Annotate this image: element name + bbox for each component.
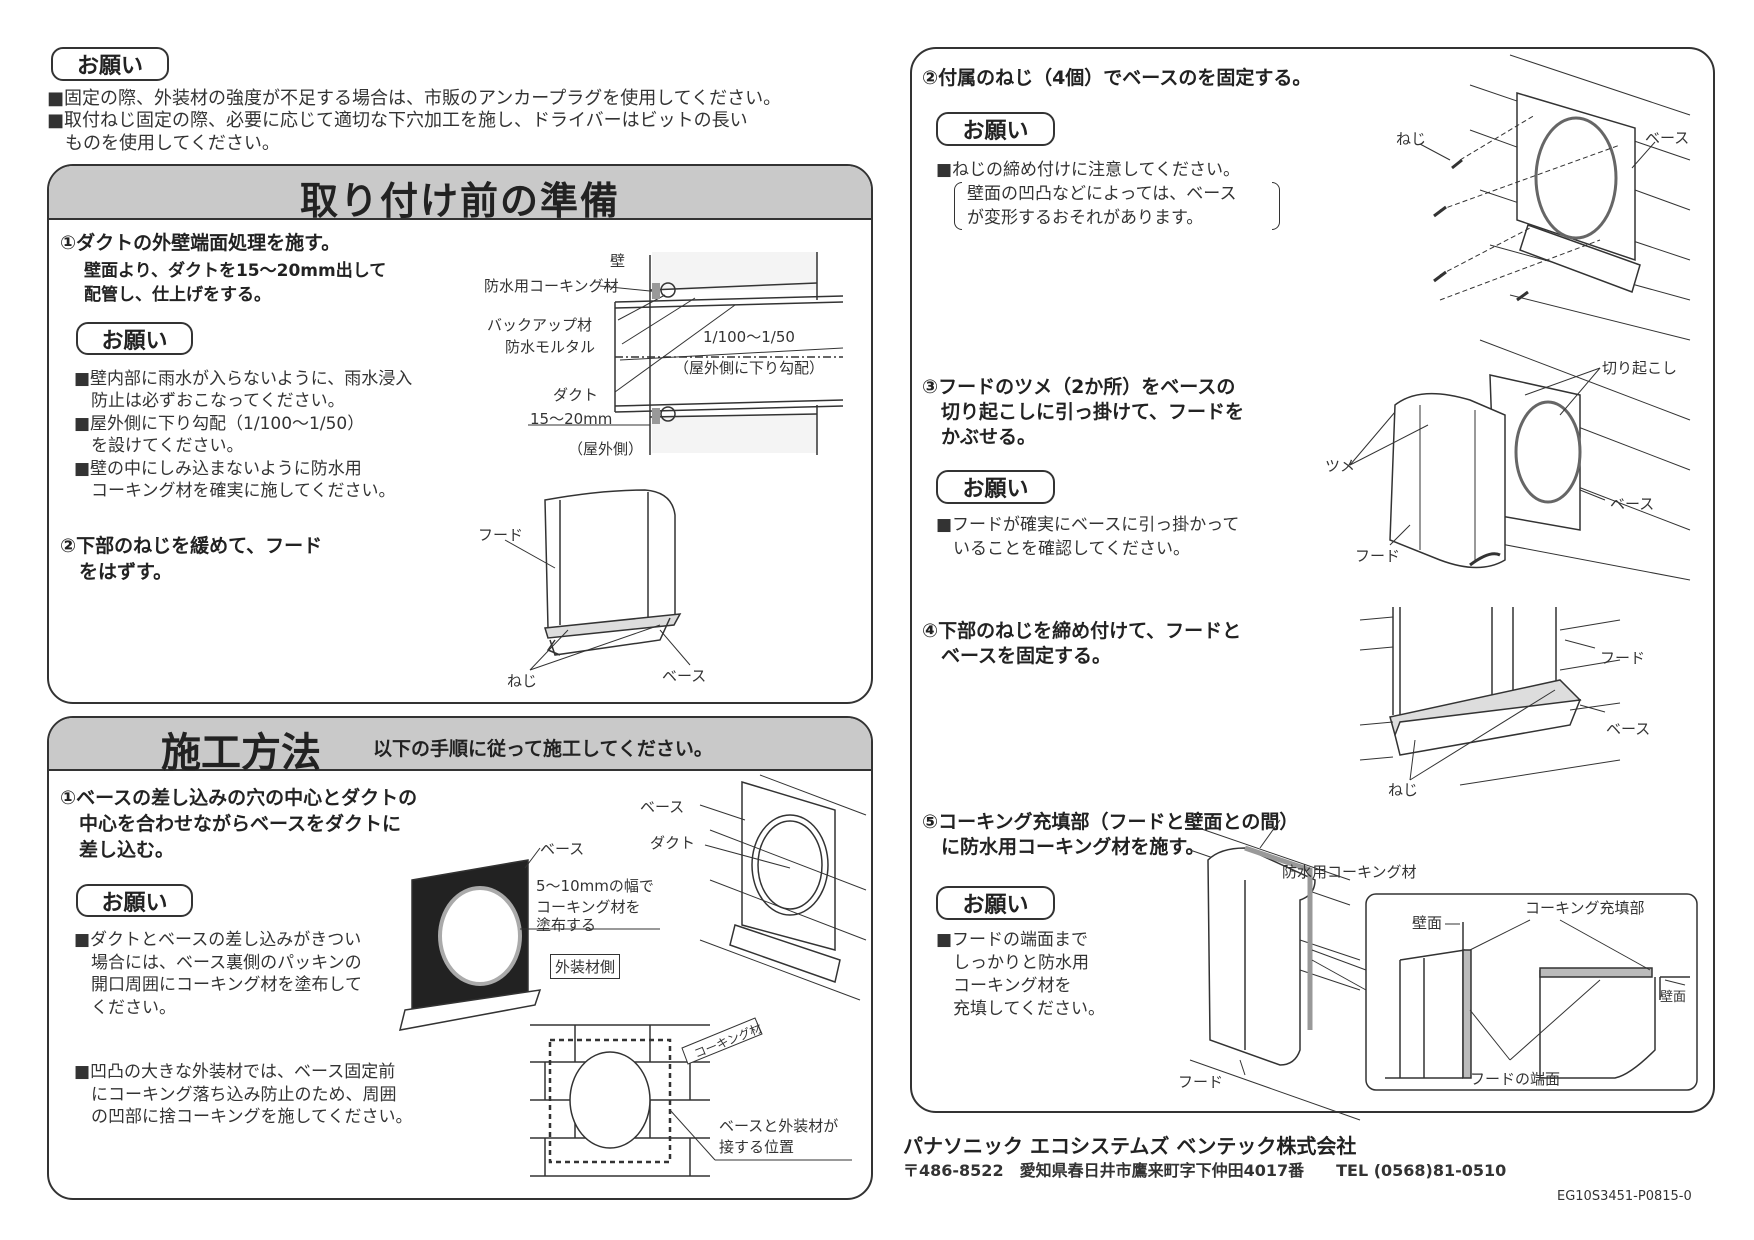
label-wall: 壁 — [610, 252, 626, 270]
company-address: 〒486-8522 愛知県春日井市鷹来町字下仲田4017番 TEL (0568)… — [903, 1161, 1507, 1180]
label-base: ベース — [1610, 495, 1655, 513]
method-bullet: 場合には、ベース裏側のパッキンの — [74, 953, 362, 973]
label-duct: ダクト — [650, 834, 696, 852]
right-step4-line: ベースを固定する。 — [922, 645, 1112, 667]
notice-line: ■取付ねじ固定の際、必要に応じて適切な下穴加工を施し、ドライバーはビットの長い — [47, 110, 748, 131]
prep-title: 取り付け前の準備 — [299, 179, 620, 223]
method-title: 施工方法 — [161, 730, 321, 776]
label-screw: ねじ — [1388, 781, 1419, 799]
prep-bullet: ■壁の中にしみ込まないように防水用 — [74, 459, 362, 479]
label-screw: ねじ — [1396, 130, 1427, 148]
prep-header: 取り付け前の準備 — [49, 166, 871, 223]
method-subtitle: 以下の手順に従って施工してください。 — [373, 738, 713, 760]
notice-line: ■固定の際、外装材の強度が不足する場合は、市販のアンカープラグを使用してください… — [47, 88, 782, 109]
document-code: EG10S3451-P0815-0 — [1557, 1189, 1692, 1204]
label-backup: バックアップ材 — [487, 316, 593, 334]
right-step5-bullet: コーキング材を — [936, 976, 1072, 996]
label-contact-2: 接する位置 — [719, 1138, 795, 1156]
notice-line: ものを使用してください。 — [47, 133, 280, 154]
right-step2-bullet: 壁面の凹凸などによっては、ベース — [967, 184, 1237, 204]
company-name: パナソニック エコシステムズ ベンテック株式会社 — [903, 1134, 1357, 1158]
method-badge: お願い — [76, 884, 193, 917]
label-cut-raise: 切り起こし — [1602, 359, 1678, 377]
label-slope-note: （屋外側に下り勾配） — [674, 359, 825, 377]
right-step5-bullet: ■フードの端面まで — [936, 930, 1089, 950]
label-caulk: 防水用コーキング材 — [1282, 863, 1417, 881]
prep-badge: お願い — [76, 322, 193, 355]
prep-bullet: ■壁内部に雨水が入らないように、雨水浸入 — [74, 369, 413, 389]
prep-bullet: を設けてください。 — [74, 436, 244, 456]
right-step2-badge: お願い — [936, 112, 1055, 146]
label-caulk-note-1: 5～10mmの幅で — [536, 877, 654, 895]
prep-bullet: ■屋外側に下り勾配（1/100～1/50） — [74, 414, 365, 434]
right-step3-line: ③フードのツメ（2か所）をベースの — [922, 376, 1236, 398]
label-base: ベース — [1645, 129, 1690, 147]
right-step3-bullet: いることを確認してください。 — [936, 539, 1190, 559]
prep-step2-line: ②下部のねじを緩めて、フード — [60, 535, 323, 557]
method-bullet: ください。 — [74, 998, 176, 1018]
label-hood: フード — [478, 526, 524, 544]
label-base: ベース — [540, 840, 585, 858]
label-base: ベース — [662, 667, 707, 685]
right-step3-line: 切り起こしに引っ掛けて、フードを — [922, 401, 1245, 423]
label-contact-1: ベースと外装材が — [719, 1117, 839, 1135]
label-caulk-note-2: コーキング材を — [536, 898, 641, 916]
method-bullet: ■ダクトとベースの差し込みがきつい — [74, 930, 362, 950]
right-step5-line: ⑤コーキング充填部（フードと壁面との間） — [922, 811, 1299, 833]
label-hood: フード — [1178, 1073, 1224, 1091]
method-step1-line: ①ベースの差し込みの穴の中心とダクトの — [60, 787, 418, 809]
label-screw: ねじ — [507, 672, 538, 690]
method-bullet: ■凹凸の大きな外装材では、ベース固定前 — [74, 1062, 396, 1082]
prep-step1-title: ①ダクトの外壁端面処理を施す。 — [60, 232, 341, 254]
label-wall-surface-2: 壁面 — [1660, 990, 1687, 1005]
prep-bullet: 防止は必ずおこなってください。 — [74, 391, 345, 411]
prep-step1-line: 配管し、仕上げをする。 — [84, 285, 271, 305]
label-base: ベース — [1606, 720, 1651, 738]
right-step5-line: に防水用コーキング材を施す。 — [922, 836, 1205, 858]
right-step4-line: ④下部のねじを締め付けて、フードと — [922, 620, 1242, 642]
notice-badge: お願い — [51, 47, 169, 81]
label-caulk-fill: コーキング充填部 — [1525, 899, 1645, 917]
method-step1-line: 中心を合わせながらベースをダクトに — [60, 813, 402, 835]
method-header: 施工方法 以下の手順に従って施工してください。 — [49, 718, 871, 776]
label-hood: フード — [1600, 649, 1646, 667]
method-step1-line: 差し込む。 — [60, 839, 175, 861]
right-step5-badge: お願い — [936, 886, 1055, 920]
label-duct: ダクト — [553, 386, 599, 404]
right-step3-badge: お願い — [936, 470, 1055, 504]
label-hood-edge: フードの端面 — [1470, 1070, 1561, 1088]
prep-step2-line: をはずす。 — [60, 561, 173, 583]
method-bullet: の凹部に捨コーキングを施してください。 — [74, 1107, 413, 1127]
prep-bullet: コーキング材を確実に施してください。 — [74, 481, 396, 501]
method-bullet: にコーキング落ち込み防止のため、周囲 — [74, 1085, 397, 1105]
label-wall-surface: 壁面 — [1412, 914, 1443, 932]
right-step2-bullet: ■ねじの締め付けに注意してください。 — [936, 160, 1241, 180]
right-step5-bullet: 充填してください。 — [936, 999, 1105, 1019]
prep-step1-line: 壁面より、ダクトを15～20mm出して — [84, 261, 387, 281]
label-slope: 1/100～1/50 — [703, 328, 795, 346]
label-mortar: 防水モルタル — [505, 338, 596, 356]
label-hood: フード — [1355, 547, 1401, 565]
label-claw: ツメ — [1325, 457, 1356, 475]
label-caulk: 防水用コーキング材 — [484, 277, 619, 295]
right-step5-bullet: しっかりと防水用 — [936, 953, 1089, 973]
method-bullet: 開口周囲にコーキング材を塗布して — [74, 975, 362, 995]
label-base: ベース — [640, 798, 685, 816]
right-step2-title: ②付属のねじ（4個）でベースのを固定する。 — [922, 67, 1312, 89]
right-step3-bullet: ■フードが確実にベースに引っ掛かって — [936, 515, 1240, 535]
label-outside: （屋外側） — [568, 440, 644, 458]
label-protrude: 15～20mm — [530, 410, 613, 428]
right-step3-line: かぶせる。 — [922, 426, 1037, 448]
right-step2-bullet: が変形するおそれがあります。 — [967, 208, 1204, 228]
label-caulk-note-3: 塗布する — [536, 916, 597, 934]
label-exterior-side: 外装材側 — [550, 954, 621, 979]
